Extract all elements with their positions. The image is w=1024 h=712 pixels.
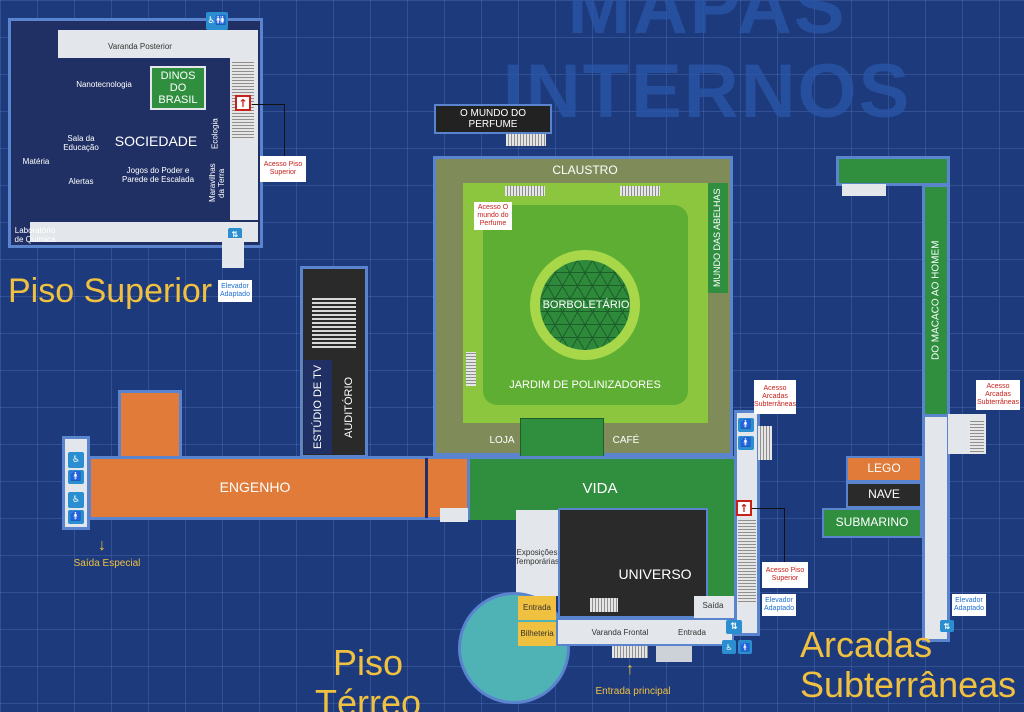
jardim-label: JARDIM DE POLINIZADORES <box>509 378 661 391</box>
ground-stairs <box>738 520 756 604</box>
nanotecnologia-label: Nanotecnologia <box>76 79 132 89</box>
varanda-frontal-label: Varanda Frontal <box>591 627 649 637</box>
wheelchair-icon: ♿ <box>68 492 84 508</box>
engenho-divider <box>425 458 428 518</box>
perfume-stairs <box>506 134 546 146</box>
saida-especial-label: Saída Especial <box>73 557 141 569</box>
varanda-posterior-label: Varanda Posterior <box>108 41 172 51</box>
upper-stub <box>222 238 244 268</box>
section-label-arcades-1: Arcadas <box>800 624 933 666</box>
lego-room: LEGO <box>846 456 922 482</box>
mundo-abelhas-room: MUNDO DAS ABELHAS <box>708 183 728 293</box>
saida-label: Saída <box>702 600 724 610</box>
borboletario-label: BORBOLETÁRIO <box>542 298 630 311</box>
claustro-label: CLAUSTRO <box>552 163 618 178</box>
restroom-icon: 🚹 <box>738 418 754 432</box>
borboletario-core <box>540 260 630 350</box>
leader-line <box>752 508 784 509</box>
map-title: MAPAS INTERNOS <box>502 0 912 134</box>
acesso-piso-superior-ground: Acesso Piso Superior <box>762 562 808 588</box>
loja-label: LOJA <box>489 434 515 446</box>
macaco-room: DO MACACO AO HOMEM <box>922 184 950 414</box>
restroom-icon: 🚹 <box>738 640 752 654</box>
bilheteria-room: Bilheteria <box>518 622 556 646</box>
mundo-perfume-room: O MUNDO DO PERFUME <box>434 104 552 134</box>
stairs-up-icon: ↑ <box>736 500 752 516</box>
leader-line <box>784 508 785 562</box>
wheelchair-icon: ♿ <box>722 640 736 654</box>
universo-stairs <box>590 598 618 612</box>
sociedade-label: SOCIEDADE <box>114 133 198 150</box>
submarino-room: SUBMARINO <box>822 508 922 538</box>
vida-extension <box>706 508 734 596</box>
exposicoes-label: Exposições Temporárias <box>515 548 560 566</box>
leader-line <box>252 104 284 105</box>
engenho-block <box>88 456 470 520</box>
materia-label: Matéria <box>22 156 50 166</box>
elevator-icon: ⇅ <box>228 228 242 240</box>
acesso-perfume-callout: Acesso O mundo do Perfume <box>474 202 512 230</box>
macaco-stub <box>842 184 886 196</box>
ecologia-label: Ecologia <box>210 118 220 150</box>
nave-room: NAVE <box>846 482 922 508</box>
arrow-down-icon: ↓ <box>98 537 106 555</box>
arrow-up-icon: ↑ <box>626 661 634 679</box>
auditorio-seats <box>312 296 356 348</box>
leader-line <box>284 104 285 156</box>
entrada-room: Entrada <box>518 596 556 620</box>
restroom-icon: ♿🚻 <box>206 12 228 30</box>
restroom-icon: 🚹 <box>68 470 84 484</box>
wheelchair-icon: ♿ <box>68 452 84 468</box>
jogos-label: Jogos do Poder e Parede de Escalada <box>121 166 195 184</box>
restroom-icon: 🚹 <box>738 436 754 450</box>
section-label-ground: Piso Térreo <box>314 642 422 712</box>
exposicoes-corridor <box>516 510 558 596</box>
arcades-stairs <box>758 426 772 460</box>
laboratorio-label: Laboratório de Química <box>14 226 56 244</box>
elevador-upper: Elevador Adaptado <box>218 280 252 302</box>
upper-bottom-corridor <box>30 222 258 242</box>
elevator-icon: ⇅ <box>726 620 742 634</box>
entrada-principal-label: Entrada principal <box>595 685 671 697</box>
entrada2-label: Entrada <box>677 627 707 637</box>
acesso-arcadas-ground: Acesso Arcadas Subterrâneas <box>754 380 796 414</box>
dinos-room: DINOS DO BRASIL <box>150 66 206 110</box>
macaco-corridor-top <box>836 156 950 186</box>
section-label-upper: Piso Superior <box>8 272 213 311</box>
alertas-label: Alertas <box>68 176 94 186</box>
loja-cafe-passage <box>520 418 604 458</box>
cloister-stairs <box>466 352 476 386</box>
saida-room <box>694 596 734 618</box>
engenho-label: ENGENHO <box>219 479 291 496</box>
front-stairs-base <box>656 646 692 662</box>
elevador-ground: Elevador Adaptado <box>762 594 796 616</box>
universo-label: UNIVERSO <box>618 566 692 583</box>
restroom-icon: 🚹 <box>68 510 84 524</box>
elevador-arcades: Elevador Adaptado <box>952 594 986 616</box>
arcades-corridor <box>922 414 950 642</box>
estudio-label: ESTÚDIO DE TV <box>304 360 332 454</box>
elevator-icon: ⇅ <box>940 620 954 632</box>
universo-block <box>558 508 708 618</box>
acesso-piso-superior-upper: Acesso Piso Superior <box>260 156 306 182</box>
section-label-arcades-2: Subterrâneas <box>800 664 1017 706</box>
cloister-stairs <box>505 186 545 196</box>
maravilhas-label: Maravilhas da Terra <box>208 163 226 203</box>
arcades-right-stairs <box>970 420 984 454</box>
upper-top-corridor <box>58 30 258 58</box>
front-stairs <box>612 646 648 658</box>
entrance-plaza <box>458 592 570 704</box>
engenho-wing <box>118 390 182 458</box>
cloister-stairs <box>620 186 660 196</box>
sala-educacao-label: Sala da Educação <box>63 134 99 152</box>
acesso-arcadas-right: Acesso Arcadas Subterrâneas <box>976 380 1020 410</box>
auditorio-label: AUDITÓRIO <box>342 376 355 438</box>
engenho-exit <box>440 508 468 522</box>
stairs-up-icon: ↑ <box>235 95 251 111</box>
cafe-label: CAFÉ <box>612 434 640 446</box>
vida-label: VIDA <box>582 479 618 497</box>
